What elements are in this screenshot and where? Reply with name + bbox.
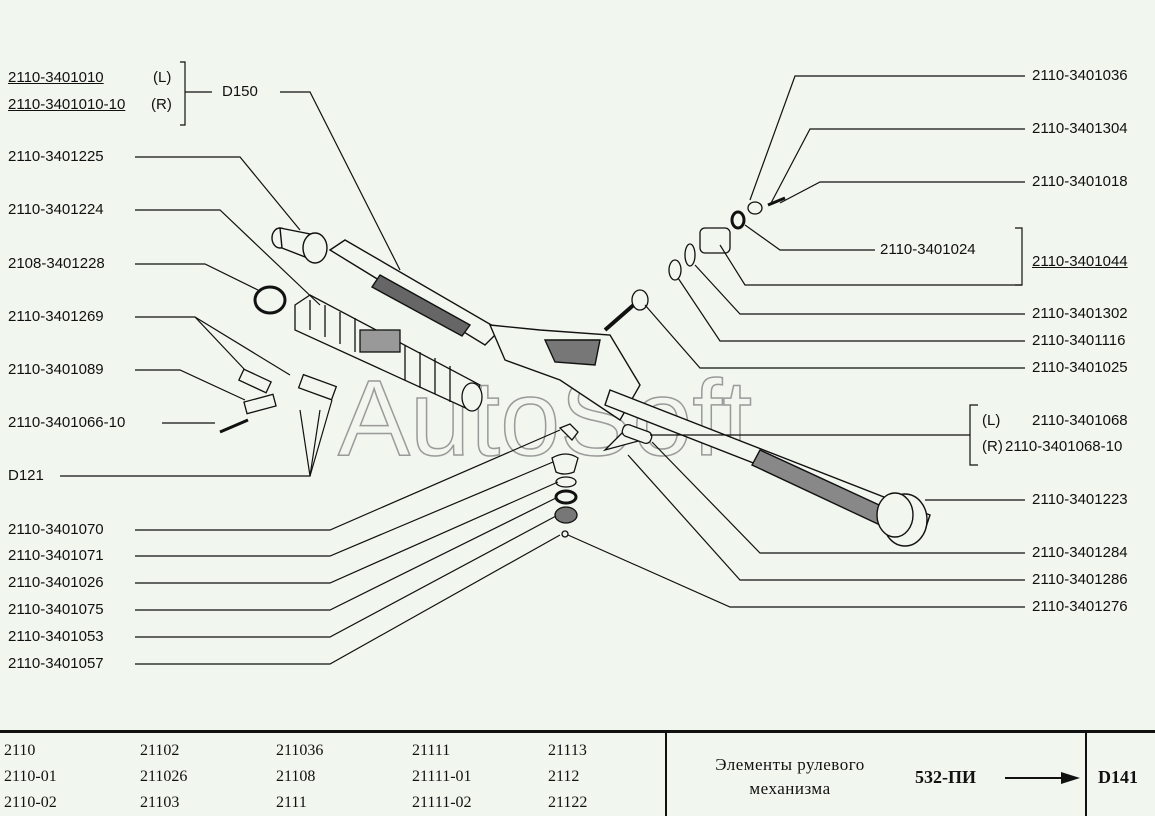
model-column: 211036 21108 2111 (276, 738, 323, 816)
part-label: 2110-3401225 (8, 148, 104, 165)
part-label: 2110-3401276 (1032, 598, 1128, 615)
section-title: Элементы рулевого механизма (685, 753, 895, 801)
part-label: 2110-3401269 (8, 308, 104, 325)
divider (1085, 733, 1087, 816)
model: 21122 (548, 794, 588, 811)
part-label: 2110-3401302 (1032, 305, 1128, 322)
model: 2110-02 (4, 794, 57, 811)
part-label: 2110-3401018 (1032, 173, 1128, 190)
model: 2112 (548, 768, 580, 785)
leader-lines (60, 61, 1025, 665)
part-label: 2110-3401066-10 (8, 414, 126, 431)
model: 211026 (140, 768, 188, 785)
part-label: 2110-3401116 (1032, 332, 1126, 349)
part-label: 2110-3401024 (880, 241, 976, 258)
part-label: 2110-3401026 (8, 574, 104, 591)
model-column: 21113 2112 21122 (548, 738, 587, 816)
model: 2110-01 (4, 768, 57, 785)
part-label: 2108-3401228 (8, 255, 105, 272)
model: 211036 (276, 742, 324, 759)
part-label: 2110-3401071 (8, 547, 104, 564)
model-column: 21102 211026 21103 (140, 738, 187, 816)
part-label: 2110-3401053 (8, 628, 104, 645)
part-label: 2110-3401036 (1032, 67, 1128, 84)
part-side: (R) (982, 438, 1003, 455)
part-label: 2110-3401304 (1032, 120, 1128, 137)
model: 21102 (140, 742, 180, 759)
model-column: 21111 21111-01 21111-02 (412, 738, 472, 816)
model: 21111-01 (412, 768, 472, 785)
assembly-right-part: 2110-3401010-10 (8, 96, 126, 113)
model: 2111 (276, 794, 307, 811)
part-label: 2110-3401224 (8, 201, 104, 218)
model: 2110 (4, 742, 36, 759)
steering-rack-housing (253, 227, 931, 547)
catalog-code: 532-ПИ (915, 767, 976, 787)
model: 21103 (140, 794, 180, 811)
part-label: 2110-3401089 (8, 361, 104, 378)
divider (665, 733, 667, 816)
model: 21111 (412, 742, 451, 759)
model-column: 2110 2110-01 2110-02 (4, 738, 57, 816)
part-label: 2110-3401223 (1032, 491, 1128, 508)
assembly-ref: D150 (222, 83, 258, 100)
footer: 2110 2110-01 2110-02 21102 211026 21103 … (0, 730, 1155, 816)
exploded-diagram: AutoSoft (60, 61, 1025, 665)
part-label: 2110-3401057 (8, 655, 104, 672)
assembly-left-side: (L) (153, 69, 172, 86)
bellows-boot (294, 294, 483, 412)
model: 21111-02 (412, 794, 472, 811)
arrow-right-icon (1005, 772, 1080, 784)
assembly-left-part: 2110-3401010 (8, 69, 104, 86)
part-label: 2110-3401044 (1032, 253, 1128, 270)
part-label: 2110-3401075 (8, 601, 104, 618)
title-line: механизма (749, 779, 831, 798)
part-label: D121 (8, 467, 44, 484)
part-label: 2110-3401284 (1032, 544, 1128, 561)
part-label: 2110-3401068 (1032, 412, 1128, 429)
page-ref[interactable]: D141 (1098, 767, 1138, 787)
model: 21113 (548, 742, 587, 759)
part-label: 2110-3401025 (1032, 359, 1128, 376)
model: 21108 (276, 768, 316, 785)
title-line: Элементы рулевого (715, 755, 865, 774)
part-side: (L) (982, 412, 1001, 429)
part-label: 2110-3401286 (1032, 571, 1128, 588)
assembly-right-side: (R) (151, 96, 172, 113)
part-label: 2110-3401070 (8, 521, 104, 538)
part-label: 2110-3401068-10 (1005, 438, 1123, 455)
small-parts (219, 196, 786, 538)
